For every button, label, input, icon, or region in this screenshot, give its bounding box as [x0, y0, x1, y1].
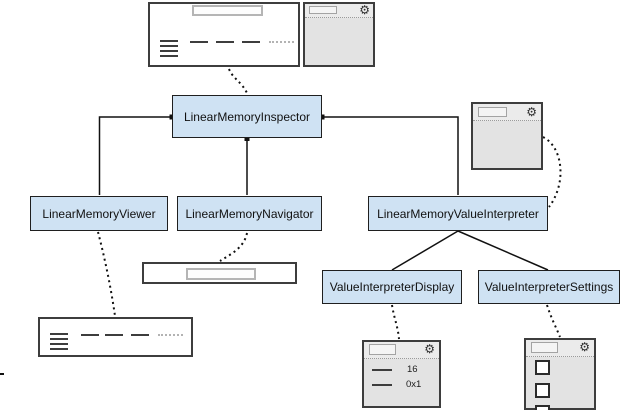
edge-inspector-valueinterpreter [322, 116, 459, 195]
mockup-settings-window-top: ⚙ [303, 2, 375, 67]
gear-icon: ⚙ [359, 3, 370, 17]
checkbox-mockup [535, 405, 550, 410]
node-linear-memory-value-interpreter: LinearMemoryValueInterpreter [368, 196, 548, 231]
hex-byte-dash [242, 41, 260, 43]
node-label: LinearMemoryViewer [42, 206, 156, 221]
dash-settings-mockup [546, 304, 561, 338]
window-header: ⚙ [473, 104, 541, 121]
mockup-value-interpreter-settings: ⚙ [524, 338, 596, 410]
mockup-memory-view-bottom [38, 317, 193, 357]
address-input-mockup [192, 5, 263, 16]
value-type-dash [372, 369, 392, 371]
address-lines-icon [50, 348, 68, 350]
address-lines-icon [160, 50, 178, 52]
node-linear-memory-viewer: LinearMemoryViewer [30, 196, 168, 231]
dash-navigator-mockup [219, 232, 248, 262]
address-lines-icon [50, 333, 68, 335]
node-label: LinearMemoryValueInterpreter [377, 206, 539, 221]
node-label: ValueInterpreterDisplay [329, 280, 455, 294]
node-label: LinearMemoryNavigator [185, 206, 314, 221]
dash-topmockup-inspector [228, 68, 248, 94]
window-header: ⚙ [526, 340, 594, 357]
gear-icon: ⚙ [424, 342, 435, 356]
ascii-dots [269, 41, 294, 43]
mockup-gray-window-right: ⚙ [471, 102, 543, 170]
hex-byte-dash [190, 41, 208, 43]
window-header: ⚙ [364, 342, 439, 359]
dash-display-mockup [391, 304, 400, 340]
node-label: ValueInterpreterSettings [484, 280, 614, 294]
mini-input-mockup [369, 344, 396, 355]
node-linear-memory-navigator: LinearMemoryNavigator [177, 196, 322, 231]
value-text: 0x1 [406, 379, 422, 390]
dash-viewer-mockup [97, 231, 116, 317]
node-value-interpreter-display: ValueInterpreterDisplay [322, 270, 462, 304]
address-lines-icon [160, 55, 178, 57]
gear-icon: ⚙ [526, 105, 537, 119]
address-lines-icon [160, 45, 178, 47]
edge-valueinterpreter-display [391, 230, 459, 271]
mockup-navigator-bar [142, 262, 297, 284]
checkbox-mockup [535, 360, 550, 375]
checkbox-mockup [535, 383, 550, 398]
window-header: ⚙ [305, 4, 373, 18]
hex-byte-dash [131, 334, 149, 336]
mini-input-mockup [309, 6, 337, 14]
ascii-dots [158, 334, 183, 336]
hex-byte-dash [81, 334, 99, 336]
address-lines-icon [160, 40, 178, 42]
address-lines-icon [50, 343, 68, 345]
hex-byte-dash [216, 41, 234, 43]
node-label: LinearMemoryInspector [183, 109, 311, 124]
edge-inspector-viewer [98, 116, 172, 195]
address-lines-icon [50, 338, 68, 340]
value-type-dash [372, 384, 392, 386]
mini-input-mockup [478, 107, 507, 117]
node-value-interpreter-settings: ValueInterpreterSettings [478, 270, 620, 304]
edge-valueinterpreter-settings [457, 230, 549, 271]
node-linear-memory-inspector: LinearMemoryInspector [172, 95, 322, 138]
mini-input-mockup [531, 342, 558, 353]
value-text: 16 [407, 364, 418, 375]
address-input-mockup [186, 268, 256, 280]
mockup-memory-view-top [148, 2, 300, 67]
hex-byte-dash [105, 334, 123, 336]
gear-icon: ⚙ [579, 340, 590, 354]
mockup-value-interpreter-display: ⚙ 16 0x1 [362, 340, 441, 408]
